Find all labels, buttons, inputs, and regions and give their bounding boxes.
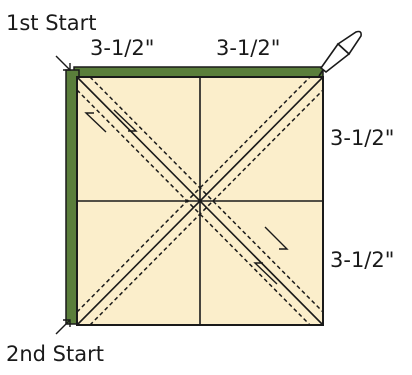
first-start-label: 1st Start bbox=[6, 11, 97, 35]
pencil-icon bbox=[318, 30, 362, 77]
dimension-top-right: 3-1/2" bbox=[216, 36, 280, 60]
diagonal-main-b bbox=[76, 76, 324, 326]
stitch-lines bbox=[76, 76, 324, 326]
arrow-icon bbox=[84, 109, 289, 285]
dimension-right-upper: 3-1/2" bbox=[330, 126, 394, 150]
second-start-label: 2nd Start bbox=[6, 342, 104, 366]
start-arrows bbox=[55, 55, 71, 335]
dimension-right-lower: 3-1/2" bbox=[330, 248, 394, 272]
dimension-top-left: 3-1/2" bbox=[90, 36, 154, 60]
